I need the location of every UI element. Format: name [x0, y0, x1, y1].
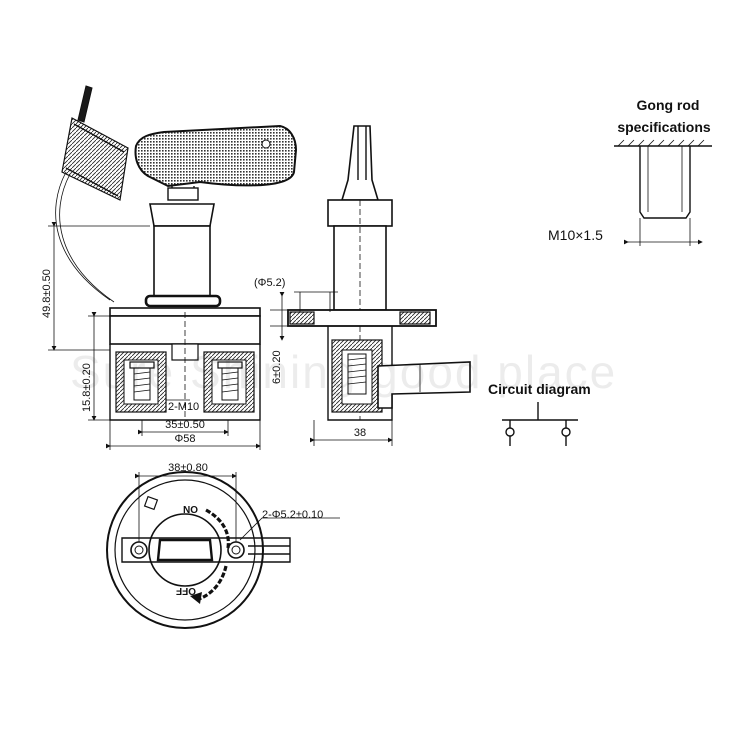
gong-rod-title: Gong rod — [637, 97, 700, 113]
watermark: Sure Shining good place — [70, 346, 617, 398]
terminal-stud-left — [129, 361, 155, 401]
holes-dim: 2-Φ5.2±0.10 — [262, 509, 323, 521]
terminal-stud-right — [217, 361, 243, 401]
hole-dim: (Φ5.2) — [254, 277, 285, 289]
spacing-dim: 35±0.50 — [165, 419, 205, 431]
top-dimensions: 38±0.80 2-Φ5.2±0.10 — [135, 462, 340, 542]
dust-cap — [55, 85, 129, 303]
side-view: (Φ5.2) 6±0.20 38 — [254, 125, 471, 446]
thread-spec: M10×1.5 — [548, 227, 603, 243]
side-dimensions: (Φ5.2) 6±0.20 38 — [254, 277, 393, 446]
gong-rod-spec: Gong rod specifications M10×1.5 — [548, 97, 712, 246]
gong-rod-subtitle: specifications — [617, 119, 711, 135]
key-lever — [134, 124, 298, 201]
height-dim: 49.8±0.50 — [41, 269, 53, 318]
front-view: 49.8±0.50 15.8±0.20 2-M10 35±0.50 Φ58 — [41, 85, 298, 450]
width-dim: 38 — [354, 427, 366, 439]
circuit-diagram: Circuit diagram — [488, 381, 591, 446]
off-label: OFF — [176, 585, 196, 596]
on-label: ON — [183, 503, 198, 514]
top-view: ON OFF 38±0.80 2-Φ5.2±0.10 — [106, 462, 340, 629]
top-width-dim: 38±0.80 — [168, 462, 208, 474]
front-dimensions: 49.8±0.50 15.8±0.20 2-M10 35±0.50 Φ58 — [41, 222, 261, 450]
thread-label: 2-M10 — [168, 401, 199, 413]
switch-body — [109, 203, 261, 421]
plate-dim: 6±0.20 — [271, 350, 283, 384]
circuit-title: Circuit diagram — [488, 381, 591, 397]
base-height-dim: 15.8±0.20 — [81, 363, 93, 412]
diameter-dim: Φ58 — [174, 433, 195, 445]
